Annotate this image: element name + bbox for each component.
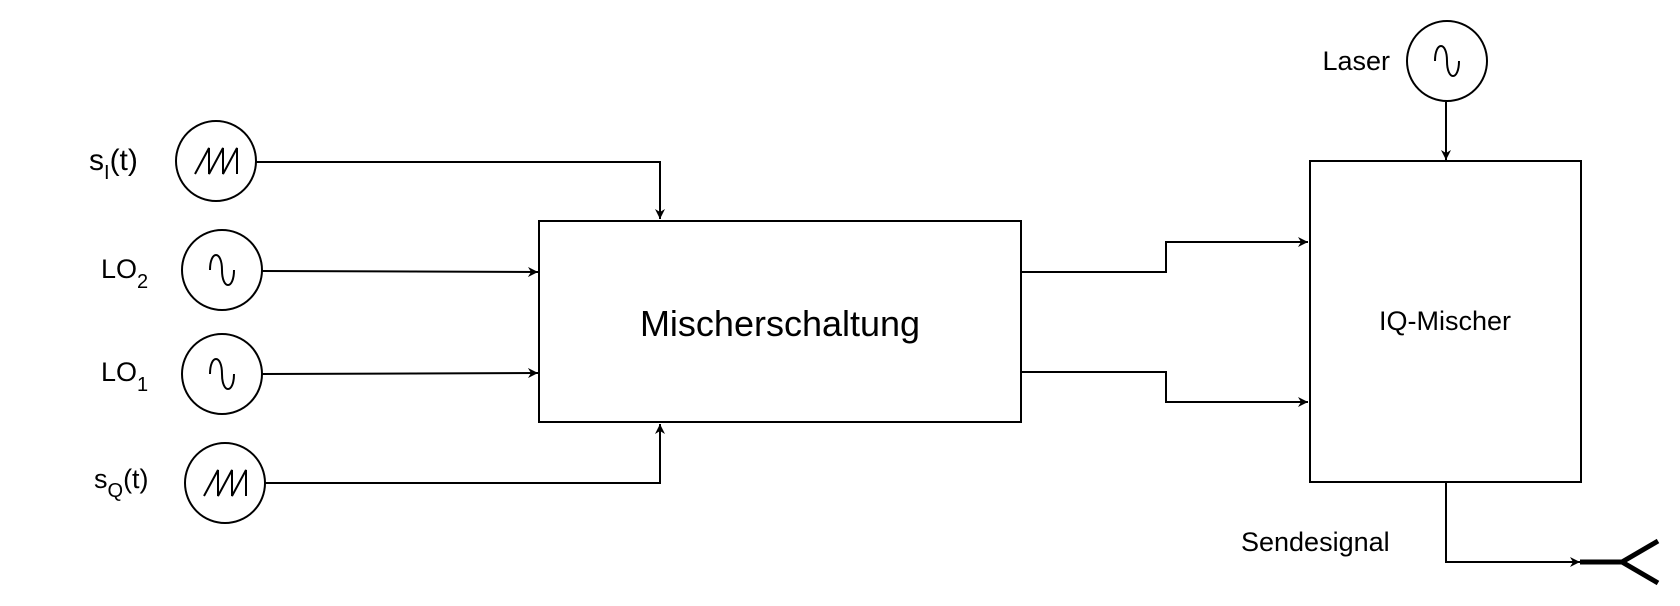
source-lo2-label: LO2 [101,254,148,293]
wire-lo2-to-mixer [261,266,539,277]
source-s-q: sQ(t) [94,442,266,524]
sawtooth-icon [203,469,247,497]
wire-lo1-to-mixer [261,368,539,379]
wire-si-to-mixer [256,161,665,219]
source-s-i-label: sI(t) [89,144,138,184]
sine-icon [209,254,235,286]
mixer-circuit-block [538,220,1022,423]
source-lo1-label: LO1 [101,357,148,396]
iq-mixer-label: IQ-Mischer [1379,306,1511,336]
mixer-circuit-label: Mischerschaltung [640,303,920,344]
source-s-i: sI(t) [89,120,257,202]
source-laser: Laser [1322,20,1488,102]
source-s-q-label: sQ(t) [94,464,149,502]
wire-mixer-to-iq-upper [1021,237,1308,273]
sine-icon [1434,45,1460,77]
wire-sq-to-mixer [265,424,665,484]
sawtooth-icon [194,147,238,175]
output-label: Sendesignal [1241,527,1390,557]
wire-iq-to-antenna [1445,483,1580,567]
source-laser-label: Laser [1322,46,1390,76]
sine-icon [209,358,235,390]
antenna-icon [1580,538,1660,586]
wire-mixer-to-iq-lower [1021,371,1308,407]
source-lo2: LO2 [101,229,263,311]
iq-mixer-block [1309,160,1582,483]
source-lo1: LO1 [101,333,263,415]
